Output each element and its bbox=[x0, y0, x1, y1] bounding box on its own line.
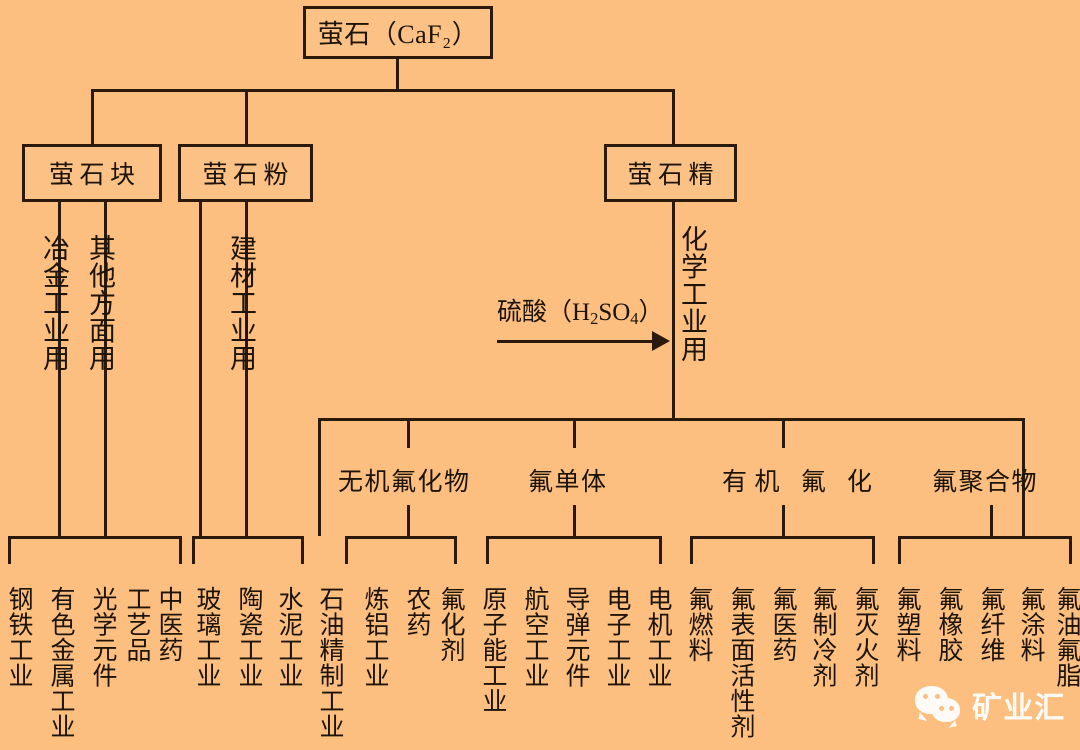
connector-chemical-bus-left-cap bbox=[318, 418, 321, 536]
leaf-aviation-industry: 航空工业 bbox=[521, 586, 548, 688]
connector-polymer-down bbox=[990, 505, 993, 536]
connector-bus-to-monomer bbox=[573, 418, 576, 448]
leaf-pesticide: 农药 bbox=[403, 586, 430, 637]
trunk-other-uses bbox=[104, 202, 107, 536]
leaf-atomic-energy: 原子能工业 bbox=[479, 586, 506, 714]
leaf-missile-components: 导弹元件 bbox=[562, 586, 589, 688]
bracket-leaf-fluoroplastic bbox=[898, 536, 901, 564]
leaf-fluororubber: 氟橡胶 bbox=[935, 586, 962, 663]
leaf-petroleum-refining: 石油精制工业 bbox=[316, 586, 343, 739]
leaf-ceramic-industry: 陶瓷工业 bbox=[235, 586, 262, 688]
leaf-fluoroplastic: 氟塑料 bbox=[893, 586, 920, 663]
trunk-powder-left bbox=[199, 202, 202, 536]
bracket-group-monomer bbox=[486, 536, 662, 539]
node-fluorite-powder[interactable]: 萤石粉 bbox=[178, 144, 313, 202]
connector-organic-down bbox=[782, 505, 785, 536]
leaf-fluoro-fuel: 氟燃料 bbox=[685, 586, 712, 663]
label-chemical-use: 化学工业用 bbox=[677, 225, 707, 363]
connector-chemical-bus bbox=[318, 418, 1025, 421]
leaf-electronics-industry: 电子工业 bbox=[603, 586, 630, 688]
leaf-cement-industry: 水泥工业 bbox=[275, 586, 302, 688]
acid-arrow-shaft bbox=[497, 340, 655, 343]
leaf-fluorinating-agent: 氟化剂 bbox=[437, 586, 464, 663]
bracket-leaf-fluorinating-agent bbox=[454, 536, 457, 564]
label-other-use: 其他方面用 bbox=[85, 234, 115, 372]
leaf-nonferrous-metal: 有色金属工业 bbox=[47, 586, 74, 739]
connector-root-stem bbox=[396, 59, 399, 91]
connector-bus-to-powder bbox=[245, 89, 248, 145]
bracket-leaf-petroleum bbox=[345, 536, 348, 564]
connector-bus-to-organic bbox=[782, 418, 785, 448]
bracket-group-polymer bbox=[898, 536, 1072, 539]
label-inorganic-fluoride: 无机氟化物 bbox=[338, 469, 471, 496]
leaf-fluoro-pharmaceutical: 氟医药 bbox=[769, 586, 796, 663]
node-fluorite-root[interactable]: 萤石（CaF₂） bbox=[303, 6, 493, 59]
connector-main-bus bbox=[91, 89, 675, 92]
connector-bus-to-polymer-right bbox=[1022, 418, 1025, 536]
acid-arrow-head-icon bbox=[652, 331, 670, 351]
bracket-leaf-fluoro-fuel bbox=[690, 536, 693, 564]
leaf-aluminum-smelting: 炼铝工业 bbox=[361, 586, 388, 688]
leaf-traditional-medicine: 中医药 bbox=[155, 586, 182, 663]
node-fluorite-concentrate[interactable]: 萤石精 bbox=[604, 144, 737, 202]
leaf-fluoro-refrigerant: 氟制冷剂 bbox=[809, 586, 836, 688]
acid-text-mid: SO bbox=[598, 299, 631, 326]
label-metallurgy-use: 冶金工业用 bbox=[39, 234, 69, 372]
bracket-group-building bbox=[192, 536, 304, 539]
label-fluoropolymer: 氟聚合物 bbox=[932, 469, 1039, 496]
acid-sub-4: 4 bbox=[630, 309, 639, 329]
label-fluorine-monomer: 氟单体 bbox=[528, 469, 608, 496]
bracket-leaf-tcm bbox=[179, 536, 182, 564]
trunk-chemical-industry bbox=[672, 202, 675, 418]
wechat-icon bbox=[915, 686, 965, 724]
connector-inorganic-down bbox=[407, 505, 410, 536]
connector-monomer-down bbox=[573, 505, 576, 536]
bracket-group-inorganic bbox=[345, 536, 457, 539]
leaf-fluorofiber: 氟纤维 bbox=[977, 586, 1004, 663]
bracket-leaf-steel bbox=[8, 536, 11, 564]
trunk-metallurgy bbox=[58, 202, 61, 536]
connector-bus-to-lump bbox=[91, 89, 94, 145]
leaf-fluoro-oil-grease: 氟油氟脂 bbox=[1053, 586, 1080, 688]
trunk-building-materials bbox=[245, 202, 248, 536]
bracket-group-metallurgy bbox=[8, 536, 182, 539]
label-building-use: 建材工业用 bbox=[226, 234, 256, 372]
wechat-watermark: 矿业汇 bbox=[915, 683, 1066, 727]
node-fluorite-lump[interactable]: 萤石块 bbox=[22, 144, 162, 202]
node-fluorite-lump-label: 萤石块 bbox=[48, 162, 141, 189]
bracket-leaf-fluoro-oil bbox=[1069, 536, 1072, 564]
leaf-fluoro-extinguisher: 氟灭火剂 bbox=[851, 586, 878, 688]
acid-text-prefix: 硫酸（H bbox=[497, 299, 591, 326]
acid-sub-2: 2 bbox=[590, 309, 599, 329]
acid-text-suffix: ） bbox=[638, 299, 664, 326]
bracket-group-organic bbox=[690, 536, 875, 539]
leaf-fluoro-surfactant: 氟表面活性剂 bbox=[727, 586, 754, 739]
connector-bus-to-conc bbox=[672, 89, 675, 145]
connector-bus-to-inorganic bbox=[407, 418, 410, 448]
label-organic-fluorine: 有机 氟 化 bbox=[722, 469, 880, 496]
leaf-optical-components: 光学元件 bbox=[89, 586, 116, 688]
leaf-motor-industry: 电机工业 bbox=[644, 586, 671, 688]
leaf-fluoro-coating: 氟涂料 bbox=[1017, 586, 1044, 663]
bracket-leaf-atomic bbox=[486, 536, 489, 564]
bracket-leaf-cement bbox=[301, 536, 304, 564]
node-fluorite-root-label: 萤石（CaF₂） bbox=[317, 20, 479, 49]
bracket-leaf-glass bbox=[192, 536, 195, 564]
bracket-leaf-fire-extinguisher bbox=[872, 536, 875, 564]
node-fluorite-powder-label: 萤石粉 bbox=[202, 162, 294, 189]
leaf-steel-industry: 钢铁工业 bbox=[5, 586, 32, 688]
watermark-label: 矿业汇 bbox=[972, 692, 1066, 725]
node-fluorite-concentrate-label: 萤石精 bbox=[627, 162, 719, 189]
label-sulfuric-acid: 硫酸（H2SO4） bbox=[497, 292, 664, 329]
bracket-leaf-electric-machine bbox=[659, 536, 662, 564]
leaf-glass-industry: 玻璃工业 bbox=[193, 586, 220, 688]
leaf-handicraft: 工艺品 bbox=[123, 586, 150, 663]
